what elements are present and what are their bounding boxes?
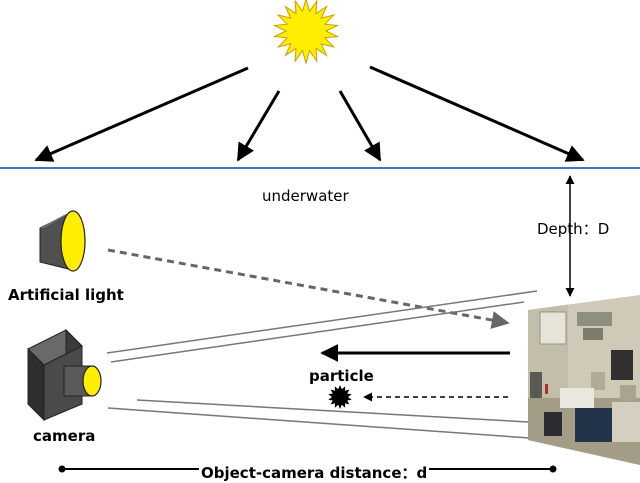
depth-label: Depth：D [537,220,610,238]
lamp-icon [39,210,86,272]
artificial-light-ray [107,248,510,329]
distance-label: Object-camera distance：d [199,462,430,483]
sun-icon [272,0,340,65]
particle-label: particle [309,367,374,385]
particle-icon [328,385,352,409]
sunlight-rays [34,65,585,162]
scene-photo [528,295,640,465]
artificial-light-label: Artificial light [8,286,124,304]
camera-icon [27,328,102,422]
camera-label: camera [33,427,96,445]
underwater-label: underwater [262,187,349,205]
camera-view-lines [106,290,559,441]
